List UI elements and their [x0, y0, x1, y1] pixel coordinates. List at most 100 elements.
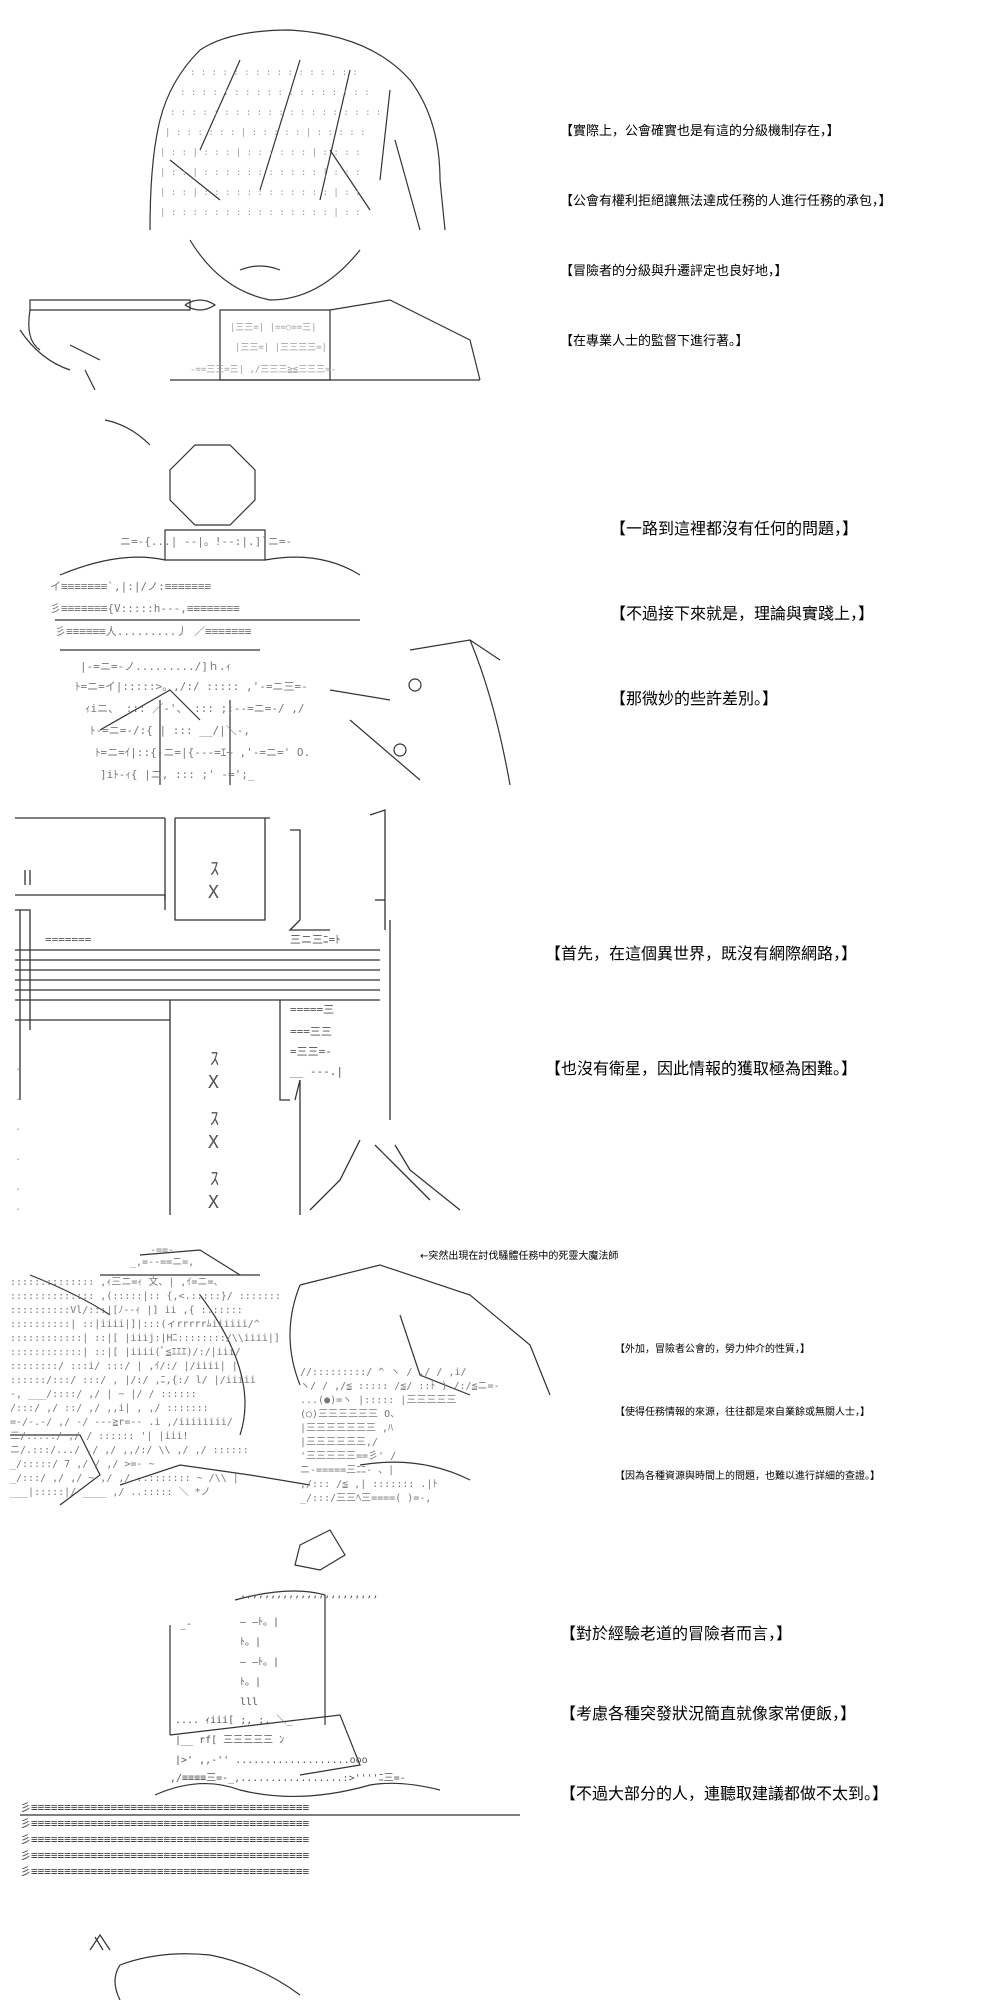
svg-text:ｽ: ｽ: [210, 1049, 219, 1070]
caption: 【外加，冒險者公會的，勞力仲介的性質，】: [615, 1344, 810, 1355]
svg-text:ﾄ=ニ=ｲ|::{-ニ=|{---=ｴ~ ,'-=ニ=': ﾄ=ニ=ｲ|::{-ニ=|{---=ｴ~ ,'-=ニ=' O.: [95, 746, 310, 759]
ascii-art-boy-with-pipe: : : : : : : : : : : : : : : : : : : : : …: [0, 0, 520, 390]
svg-text:_-: _-: [180, 1619, 192, 1630]
svg-text:彡≡≡≡≡≡≡≡≡≡≡≡≡≡≡≡≡≡≡≡≡≡≡≡≡≡≡≡≡≡: 彡≡≡≡≡≡≡≡≡≡≡≡≡≡≡≡≡≡≡≡≡≡≡≡≡≡≡≡≡≡≡≡≡≡≡≡≡≡≡≡…: [20, 1801, 310, 1814]
svg-text:ｨiニ、 ::: ／-'、 ::: ;;--=ニ=-/: ｨiニ、 ::: ／-'、 ::: ;;--=ニ=-/ ,/: [85, 702, 304, 715]
svg-text:lll: lll: [240, 1697, 258, 1708]
svg-text:===三三: ===三三: [290, 1025, 332, 1038]
svg-text:彡≡≡≡≡≡≡≡≡≡≡≡≡≡≡≡≡≡≡≡≡≡≡≡≡≡≡≡≡≡: 彡≡≡≡≡≡≡≡≡≡≡≡≡≡≡≡≡≡≡≡≡≡≡≡≡≡≡≡≡≡≡≡≡≡≡≡≡≡≡≡…: [20, 1833, 310, 1846]
svg-text:-==-: -==-: [150, 1245, 174, 1256]
svg-text:::::::::::::| ::|[ |iiii(ﾟ≦ｴｴ: ::::::::::::| ::|[ |iiii(ﾟ≦ｴｴｴ)/:/|iii/: [10, 1346, 241, 1358]
svg-text:::::::::/ :::i/ :::/ | ,ｲ/:: ::::::::/ :::i/ :::/ | ,ｲ/:/ |/iiii| |: [10, 1361, 238, 1372]
svg-text:ﾄ-=ニ=-/:{ | ::: __/|＼-,: ﾄ-=ニ=-/:{ | ::: __/|＼-,: [90, 724, 250, 737]
caption: 【在專業人士的監督下進行著。】: [560, 334, 749, 349]
ascii-art-man-with-fishing-rod: ニ=-{...| --|。!--:|.]`ニ=- イ≡≡≡≡≡≡≡`,|:|/ノ…: [0, 400, 540, 790]
caption: 【考慮各種突發狀況簡直就像家常便飯，】: [560, 1704, 857, 1723]
svg-text:___|:::::|/ ____ ,/ ..:::::: ___|:::::|/ ____ ,/ ..::::: ＼ *ノ: [10, 1486, 211, 1498]
ascii-art-room-with-scrolls: ======= 三ニ三ﾆ=ﾄ =====三 ===三三 =三三=- __ ---…: [0, 800, 480, 1220]
svg-text:.... ｨiii[ ;, ;, ＼_: .... ｨiii[ ;, ;, ＼_: [175, 1714, 293, 1726]
svg-text::::::::::::::: ,ｨ三ニ=ｨ 文、| ,: :::::::::::::: ,ｨ三ニ=ｨ 文、| ,ｲ=ニ=、: [10, 1275, 223, 1288]
caption: 【使得任務情報的來源，往往都是來自業餘或無關人士，】: [615, 1407, 870, 1418]
svg-text:|__ rf[ 三三三三三 ﾝ: |__ rf[ 三三三三三 ﾝ: [175, 1735, 284, 1746]
caption: 【冒險者的分級與升遷評定也良好地，】: [560, 264, 788, 279]
svg-text:/:::/ ,/ ::/ ,/ ,,i| , ,/: /:::/ ,/ ::/ ,/ ,,i| , ,/ :::::::: [10, 1403, 209, 1414]
svg-text:=三三=-: =三三=-: [290, 1045, 332, 1058]
svg-text:::::::::::::| ::|[ |iiij:|Hﾆ:: ::::::::::::| ::|[ |iiij:|Hﾆ::::::::/\\i…: [10, 1333, 280, 1344]
svg-text:]iﾄ-ｨ{ |ニ, ::: ;' -=';_: ]iﾄ-ｨ{ |ニ, ::: ;' -=';_: [100, 768, 255, 781]
svg-text://:::::::::/ ^ ヽ / ,/ / ,i: //:::::::::/ ^ ヽ / ,/ / ,i/: [300, 1367, 467, 1378]
panel-4: -==- _,=--==ニ=, :::::::::::::: ,ｨ三ニ=ｨ 文、…: [0, 1235, 1000, 1520]
svg-text:彡≡≡≡≡≡≡≡≡≡≡≡≡≡≡≡≡≡≡≡≡≡≡≡≡≡≡≡≡≡: 彡≡≡≡≡≡≡≡≡≡≡≡≡≡≡≡≡≡≡≡≡≡≡≡≡≡≡≡≡≡≡≡≡≡≡≡≡≡≡≡…: [20, 1865, 310, 1878]
svg-text:-, ___/::::/ ,/ | ~ |/: -, ___/::::/ ,/ | ~ |/ / ::::::: [10, 1389, 197, 1400]
svg-text:— —ﾄ。|: — —ﾄ。|: [240, 1617, 279, 1628]
annotation-arrow-label: ←突然出現在討伐騷體任務中的死靈大魔法師: [420, 1251, 619, 1262]
svg-text:.: .: [15, 1062, 21, 1073]
caption: 【首先，在這個異世界，既沒有網際網路，】: [545, 944, 858, 963]
svg-text:|三三三三三三三 ,ﾊ: |三三三三三三三 ,ﾊ: [300, 1423, 393, 1434]
svg-text:::::::/:::/ :::/ , |/:/ ,ﾆ,{:: ::::::/:::/ :::/ , |/:/ ,ﾆ,{:/ l/ |/iiii…: [10, 1375, 256, 1386]
svg-text:|三三=| |三三三三=|: |三三=| |三三三三=|: [235, 343, 327, 353]
svg-text:: : : : : : : : : : : : : : :: : : : : : : : : : : : : : : : : : :: [180, 88, 370, 98]
caption: 【公會有權利拒絕讓無法達成任務的人進行任務的承包，】: [560, 194, 892, 209]
caption: 【也沒有衛星，因此情報的獲取極為困難。】: [545, 1059, 858, 1078]
svg-text:ニ/.:::/.../ ,/ ,/ ,,/:/ \\ ,: ニ/.:::/.../ ,/ ,/ ,,/:/ \\ ,/ ,/ ::::::: [10, 1445, 249, 1456]
svg-text:,,,,,,,,,,,,,,,,,,,,,,,: ,,,,,,,,,,,,,,,,,,,,,,,: [240, 1589, 378, 1600]
svg-text:-==三三=三| ,/三三三≧≦三三三=-: -==三三=三| ,/三三三≧≦三三三=-: [190, 365, 336, 375]
svg-text:|三三三三三三,/: |三三三三三三,/: [300, 1437, 378, 1448]
svg-text:X: X: [208, 1192, 219, 1213]
ascii-art-necromancer-crowd: -==- _,=--==ニ=, :::::::::::::: ,ｨ三ニ=ｨ 文、…: [0, 1235, 560, 1520]
svg-text:.: .: [15, 1092, 21, 1103]
ascii-art-partial-head: [0, 1925, 400, 2000]
svg-text:__ ---.|: __ ---.|: [290, 1065, 343, 1078]
svg-text:— —ﾄ。|: — —ﾄ。|: [240, 1657, 279, 1668]
svg-text:=-/-.-/ ,/ -/ ---≧r=-- .i ,/i: =-/-.-/ ,/ -/ ---≧r=-- .i ,/iiiiiiii/: [10, 1417, 233, 1428]
caption: 【那微妙的些許差別。】: [610, 689, 779, 708]
panel-1: : : : : : : : : : : : : : : : : : : : : …: [0, 0, 1000, 390]
svg-text:彡≡≡≡≡≡≡≡≡≡≡≡≡≡≡≡≡≡≡≡≡≡≡≡≡≡≡≡≡≡: 彡≡≡≡≡≡≡≡≡≡≡≡≡≡≡≡≡≡≡≡≡≡≡≡≡≡≡≡≡≡≡≡≡≡≡≡≡≡≡≡…: [20, 1817, 310, 1830]
svg-text:ｽ: ｽ: [210, 859, 219, 880]
svg-text:二/...../ ,/ / :::::: '| |ii: 二/...../ ,/ / :::::: '| |iii!: [10, 1431, 189, 1442]
svg-text:=====三: =====三: [290, 1003, 334, 1016]
caption: 【因為各種資源與時間上的問題，也難以進行詳細的查證。】: [615, 1471, 880, 1482]
svg-text:ｽ: ｽ: [210, 1169, 219, 1190]
svg-text:イ≡≡≡≡≡≡≡`,|:|/ノ:≡≡≡≡≡≡≡: イ≡≡≡≡≡≡≡`,|:|/ノ:≡≡≡≡≡≡≡: [50, 580, 211, 593]
svg-text:.: .: [15, 1182, 21, 1193]
svg-text:...(●)=ヽ |::::: |三三三三三: ...(●)=ヽ |::::: |三三三三三: [300, 1395, 456, 1406]
svg-text:ニ-=====三ﾆﾆ- 、|: ニ-=====三ﾆﾆ- 、|: [300, 1465, 394, 1476]
svg-text::::::::::::::: ,(:::::|:: {,: :::::::::::::: ,(:::::|:: {,<.:::::}/ ::…: [10, 1291, 281, 1302]
svg-text:::::::::::| ::|iiii|]|:::(ィrrr: ::::::::::| ::|iiii|]|:::(ィrrrrrﾑiiiiii/…: [10, 1319, 260, 1330]
svg-text:ニ=-{...| --|。!--:|.]`ニ=-: ニ=-{...| --|。!--:|.]`ニ=-: [120, 535, 292, 548]
svg-text:|三三=| |==○==三|: |三三=| |==○==三|: [230, 323, 317, 333]
svg-text:彡≡≡≡≡≡≡≡{V:::::h---,≡≡≡≡≡≡≡≡: 彡≡≡≡≡≡≡≡{V:::::h---,≡≡≡≡≡≡≡≡: [50, 602, 240, 615]
svg-text:| : : | : : : | : : : : : : |: | : : | : : : | : : : : : : | : : : :: [160, 148, 360, 158]
svg-text:|-=ニ=-ノ........./]ｈ.ｨ: |-=ニ=-ノ........./]ｈ.ｨ: [80, 660, 231, 673]
panel-2: ニ=-{...| --|。!--:|.]`ニ=- イ≡≡≡≡≡≡≡`,|:|/ノ…: [0, 400, 1000, 790]
svg-text:ヽ/ / ,/≦ ::::: /≦/ ::ﾄ ) /:/≦: ヽ/ / ,/≦ ::::: /≦/ ::ﾄ ) /:/≦ニ=‐: [300, 1381, 500, 1392]
svg-text:,/≡≡≡≡三=-_,.................:>: ,/≡≡≡≡三=-_,.................:>''''ﾆ三=-: [170, 1773, 406, 1784]
svg-text:ﾄ。|: ﾄ。|: [240, 1637, 261, 1648]
svg-text:ﾄ。|: ﾄ。|: [240, 1677, 261, 1688]
caption: 【實際上，公會確實也是有這的分級機制存在，】: [560, 124, 840, 139]
svg-text:|>' ,,-'' ...................: |>' ,,-'' ...................ooo: [175, 1755, 368, 1766]
svg-text:X: X: [208, 882, 219, 903]
svg-text:ｽ: ｽ: [210, 1109, 219, 1130]
ascii-art-person-at-counter: ,,,,,,,,,,,,,,,,,,,,,,, _- — —ﾄ。| ﾄ。| — …: [0, 1525, 540, 1915]
caption: 【一路到這裡都沒有任何的問題，】: [610, 519, 859, 538]
caption: 【不過接下來就是，理論與實踐上，】: [610, 604, 875, 623]
svg-text:_/:::/三三ﾍ三====( )=-,: _/:::/三三ﾍ三====( )=-,: [300, 1493, 431, 1504]
svg-text:X: X: [208, 1072, 219, 1093]
svg-text:,/::: /≦ ,| ::::::: .|ﾄ: ,/::: /≦ ,| ::::::: .|ﾄ: [300, 1479, 437, 1490]
svg-text:=======: =======: [45, 933, 92, 946]
svg-text:彡≡≡≡≡≡≡人.........丿 ／≡≡≡≡≡≡≡: 彡≡≡≡≡≡≡人.........丿 ／≡≡≡≡≡≡≡: [55, 625, 252, 638]
svg-text:: : : : : : : : : : : : : : :: : : : : : : : : : : : : : : : : : : : :: [170, 108, 381, 118]
svg-text:::::::::::Vl/:::|[ﾉ--ｨ |] ii: ::::::::::Vl/:::|[ﾉ--ｨ |] ii ,{ :::::::: [10, 1305, 243, 1316]
svg-text:| : : | : : : : : : : : : : :: | : : | : : : : : : : : : : : | : : :: [160, 168, 360, 178]
svg-text:: : : : : : : : : : : : : : :: : : : : : : : : : : : : : : : :: [190, 68, 358, 78]
svg-text:| : : : : : : : : : : : : : :: | : : : : : : : : : : : : : : : | : :: [160, 208, 360, 218]
panel-6-partial: [0, 1925, 1000, 2000]
svg-text:(○)三三三三三三 O、: (○)三三三三三三 O、: [300, 1409, 400, 1420]
svg-text:X: X: [208, 1132, 219, 1153]
svg-text:.: .: [15, 1122, 21, 1133]
svg-text:_,=--==ニ=,: _,=--==ニ=,: [130, 1257, 194, 1268]
svg-text:彡≡≡≡≡≡≡≡≡≡≡≡≡≡≡≡≡≡≡≡≡≡≡≡≡≡≡≡≡≡: 彡≡≡≡≡≡≡≡≡≡≡≡≡≡≡≡≡≡≡≡≡≡≡≡≡≡≡≡≡≡≡≡≡≡≡≡≡≡≡≡…: [20, 1849, 310, 1862]
